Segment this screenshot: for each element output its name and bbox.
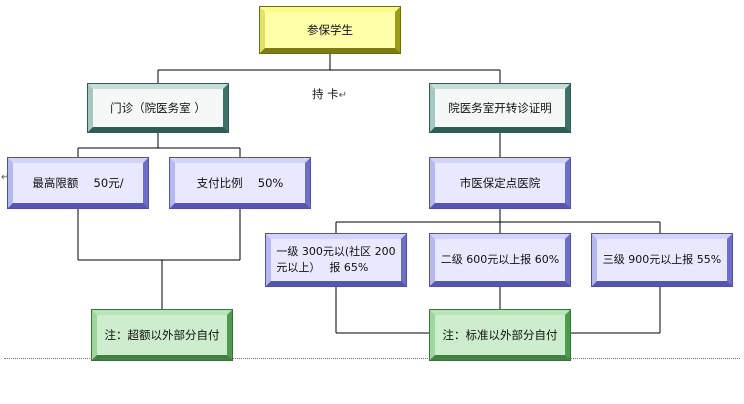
ratio-label: 支付比例 50% [196, 175, 284, 190]
ratio-box: 支付比例 50% [169, 157, 311, 209]
note-right-box: 注：标准以外部分自付 [429, 309, 571, 361]
note-right-label: 注：标准以外部分自付 [442, 327, 558, 342]
note-left-box: 注：超额以外部分自付 [91, 309, 233, 361]
root-box: 参保学生 [259, 6, 401, 54]
level3-label: 三级 900元以上报 55% [602, 253, 722, 267]
designated-hospital-label: 市医保定点医院 [459, 175, 541, 190]
page-break-dotted-line [4, 358, 740, 359]
designated-hospital-box: 市医保定点医院 [429, 157, 571, 209]
level2-box: 二级 600元以上报 60% [429, 233, 571, 287]
level3-box: 三级 900元以上报 55% [591, 233, 733, 287]
referral-box: 院医务室开转诊证明 [429, 83, 571, 133]
clinic-label: 门诊（院医务室 ） [110, 100, 206, 115]
referral-label: 院医务室开转诊证明 [448, 100, 552, 115]
level1-line2: 元以上） 报 65% [276, 261, 369, 274]
clinic-box: 门诊（院医务室 ） [87, 83, 229, 133]
max-limit-box: 最高限额 50元/ [7, 157, 149, 209]
side-mark: ↵ [1, 172, 10, 183]
max-limit-label: 最高限额 50元/ [32, 175, 124, 190]
level1-line1: 一级 300元以(社区 200 [276, 245, 396, 259]
root-label: 参保学生 [307, 22, 353, 37]
level2-label: 二级 600元以上报 60% [440, 253, 560, 267]
note-left-label: 注：超额以外部分自付 [104, 327, 220, 342]
return-mark: ↵ [338, 90, 348, 101]
card-label: 持 卡↵ [312, 87, 348, 101]
level1-box: 一级 300元以(社区 200 元以上） 报 65% [265, 233, 407, 287]
